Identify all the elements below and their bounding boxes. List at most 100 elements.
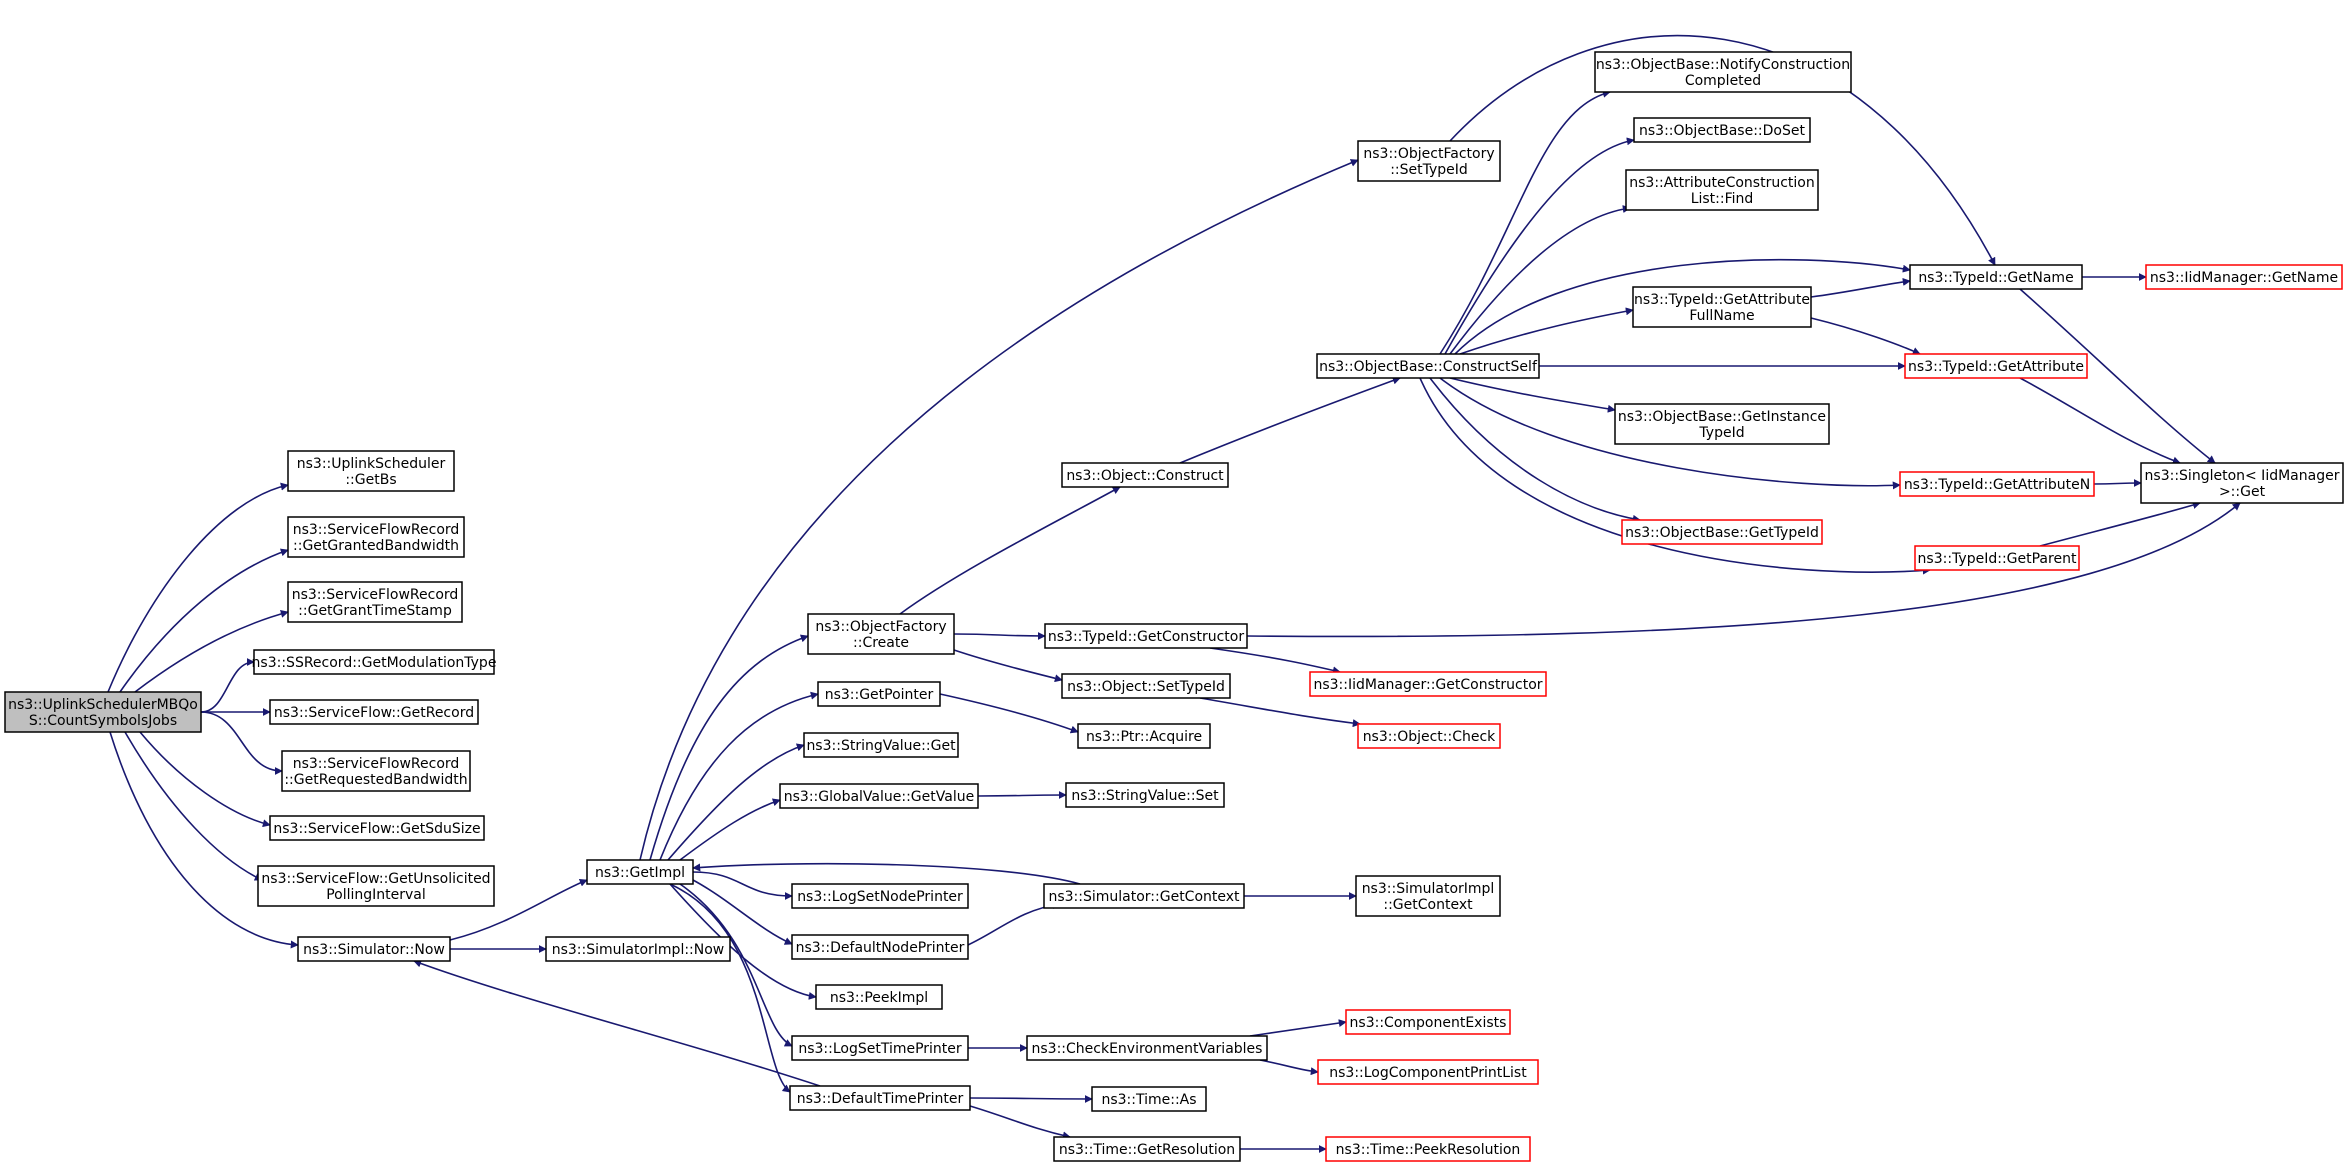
node-box[interactable] (803, 732, 959, 758)
node-box[interactable] (815, 984, 943, 1010)
node-object-settypeid[interactable]: ns3::Object::SetTypeId (1061, 673, 1231, 699)
node-box[interactable] (1091, 1086, 1207, 1112)
node-box[interactable] (1044, 623, 1248, 649)
node-getpointer[interactable]: ns3::GetPointer (817, 681, 941, 707)
node-box[interactable] (1325, 1136, 1531, 1162)
node-ptr-acquire[interactable]: ns3::Ptr::Acquire (1077, 723, 1211, 749)
node-iidmanager-getconstructor[interactable]: ns3::IidManager::GetConstructor (1309, 671, 1547, 697)
node-simulatorimpl-now[interactable]: ns3::SimulatorImpl::Now (545, 936, 731, 962)
node-box[interactable] (2140, 462, 2344, 504)
node-box[interactable] (791, 883, 969, 909)
node-box[interactable] (545, 936, 731, 962)
node-box[interactable] (281, 750, 471, 792)
node-box[interactable] (1043, 883, 1245, 909)
node-checkenvvars[interactable]: ns3::CheckEnvironmentVariables (1026, 1035, 1268, 1061)
node-typeid-getattributen[interactable]: ns3::TypeId::GetAttributeN (1899, 471, 2095, 497)
node-simulator-getcontext[interactable]: ns3::Simulator::GetContext (1043, 883, 1245, 909)
node-time-as[interactable]: ns3::Time::As (1091, 1086, 1207, 1112)
node-sfr-getgrantedbandwidth[interactable]: ns3::ServiceFlowRecord::GetGrantedBandwi… (287, 516, 465, 558)
node-peekimpl[interactable]: ns3::PeekImpl (815, 984, 943, 1010)
node-box[interactable] (586, 859, 694, 885)
node-box[interactable] (791, 1035, 969, 1061)
node-box[interactable] (1026, 1035, 1268, 1061)
node-box[interactable] (1632, 286, 1812, 328)
node-box[interactable] (297, 936, 451, 962)
node-box[interactable] (1594, 51, 1852, 93)
node-objectbase-doset[interactable]: ns3::ObjectBase::DoSet (1633, 117, 1811, 143)
node-box[interactable] (779, 783, 979, 809)
node-box[interactable] (1625, 169, 1819, 211)
node-box[interactable] (791, 934, 969, 960)
node-box[interactable] (287, 516, 465, 558)
node-box[interactable] (1317, 1059, 1539, 1085)
node-logsetnodeprinter[interactable]: ns3::LogSetNodePrinter (791, 883, 969, 909)
node-box[interactable] (789, 1085, 971, 1111)
node-objectbase-gettypeid[interactable]: ns3::ObjectBase::GetTypeId (1621, 519, 1823, 545)
node-stringvalue-get[interactable]: ns3::StringValue::Get (803, 732, 959, 758)
node-globalvalue-getvalue[interactable]: ns3::GlobalValue::GetValue (779, 783, 979, 809)
node-ssrecord-getmodulationtype[interactable]: ns3::SSRecord::GetModulationType (252, 649, 497, 675)
node-simulatorimpl-getcontext[interactable]: ns3::SimulatorImpl::GetContext (1355, 875, 1501, 917)
node-box[interactable] (1909, 264, 2083, 290)
node-box[interactable] (1061, 673, 1231, 699)
node-serviceflow-getsdusize[interactable]: ns3::ServiceFlow::GetSduSize (269, 815, 485, 841)
node-objectfactory-settypeid[interactable]: ns3::ObjectFactory::SetTypeId (1357, 140, 1501, 182)
node-box[interactable] (269, 699, 479, 725)
node-logcomponentprintlist[interactable]: ns3::LogComponentPrintList (1317, 1059, 1539, 1085)
node-typeid-getconstructor[interactable]: ns3::TypeId::GetConstructor (1044, 623, 1248, 649)
node-object-construct[interactable]: ns3::Object::Construct (1061, 462, 1229, 488)
node-serviceflow-getrecord[interactable]: ns3::ServiceFlow::GetRecord (269, 699, 479, 725)
node-box[interactable] (1065, 782, 1225, 808)
node-box[interactable] (1899, 471, 2095, 497)
node-box[interactable] (2145, 264, 2343, 290)
node-componentexists[interactable]: ns3::ComponentExists (1345, 1009, 1511, 1035)
node-box[interactable] (1053, 1136, 1241, 1162)
node-sfr-getrequestedbandwidth[interactable]: ns3::ServiceFlowRecord::GetRequestedBand… (281, 750, 471, 792)
node-box[interactable] (287, 581, 463, 623)
node-box[interactable] (1633, 117, 1811, 143)
node-box[interactable] (1904, 353, 2088, 379)
node-sfr-getgranttimestamp[interactable]: ns3::ServiceFlowRecord::GetGrantTimeStam… (287, 581, 463, 623)
node-box[interactable] (4, 691, 202, 733)
node-getimpl[interactable]: ns3::GetImpl (586, 859, 694, 885)
node-box[interactable] (1061, 462, 1229, 488)
node-simulator-now[interactable]: ns3::Simulator::Now (297, 936, 451, 962)
node-logsettimeprinter[interactable]: ns3::LogSetTimePrinter (791, 1035, 969, 1061)
node-objectbase-notifyconstruction[interactable]: ns3::ObjectBase::NotifyConstructionCompl… (1594, 51, 1852, 93)
node-stringvalue-set[interactable]: ns3::StringValue::Set (1065, 782, 1225, 808)
node-box[interactable] (1357, 723, 1501, 749)
node-iidmanager-getname[interactable]: ns3::IidManager::GetName (2145, 264, 2343, 290)
node-box[interactable] (1077, 723, 1211, 749)
node-box[interactable] (287, 450, 455, 492)
node-time-getresolution[interactable]: ns3::Time::GetResolution (1053, 1136, 1241, 1162)
node-box[interactable] (257, 865, 495, 907)
node-defaulttimeprinter[interactable]: ns3::DefaultTimePrinter (789, 1085, 971, 1111)
node-typeid-getparent[interactable]: ns3::TypeId::GetParent (1914, 545, 2080, 571)
node-box[interactable] (253, 649, 495, 675)
node-defaultnodeprinter[interactable]: ns3::DefaultNodePrinter (791, 934, 969, 960)
node-box[interactable] (1355, 875, 1501, 917)
node-box[interactable] (1357, 140, 1501, 182)
node-box[interactable] (1309, 671, 1547, 697)
node-uplinkscheduler-getbs[interactable]: ns3::UplinkScheduler::GetBs (287, 450, 455, 492)
node-box[interactable] (1316, 353, 1540, 379)
node-serviceflow-getunsolicited[interactable]: ns3::ServiceFlow::GetUnsolicitedPollingI… (257, 865, 495, 907)
node-objectfactory-create[interactable]: ns3::ObjectFactory::Create (807, 613, 955, 655)
node-box[interactable] (807, 613, 955, 655)
node-typeid-getname[interactable]: ns3::TypeId::GetName (1909, 264, 2083, 290)
node-box[interactable] (1614, 403, 1830, 445)
node-box[interactable] (817, 681, 941, 707)
node-typeid-getattribute[interactable]: ns3::TypeId::GetAttribute (1904, 353, 2088, 379)
node-box[interactable] (269, 815, 485, 841)
node-box[interactable] (1345, 1009, 1511, 1035)
node-root[interactable]: ns3::UplinkSchedulerMBQoS::CountSymbolsJ… (4, 691, 202, 733)
node-object-check[interactable]: ns3::Object::Check (1357, 723, 1501, 749)
node-box[interactable] (1914, 545, 2080, 571)
node-singleton-get[interactable]: ns3::Singleton< IidManager>::Get (2140, 462, 2344, 504)
node-objectbase-constructself[interactable]: ns3::ObjectBase::ConstructSelf (1316, 353, 1540, 379)
node-time-peekresolution[interactable]: ns3::Time::PeekResolution (1325, 1136, 1531, 1162)
node-box[interactable] (1621, 519, 1823, 545)
